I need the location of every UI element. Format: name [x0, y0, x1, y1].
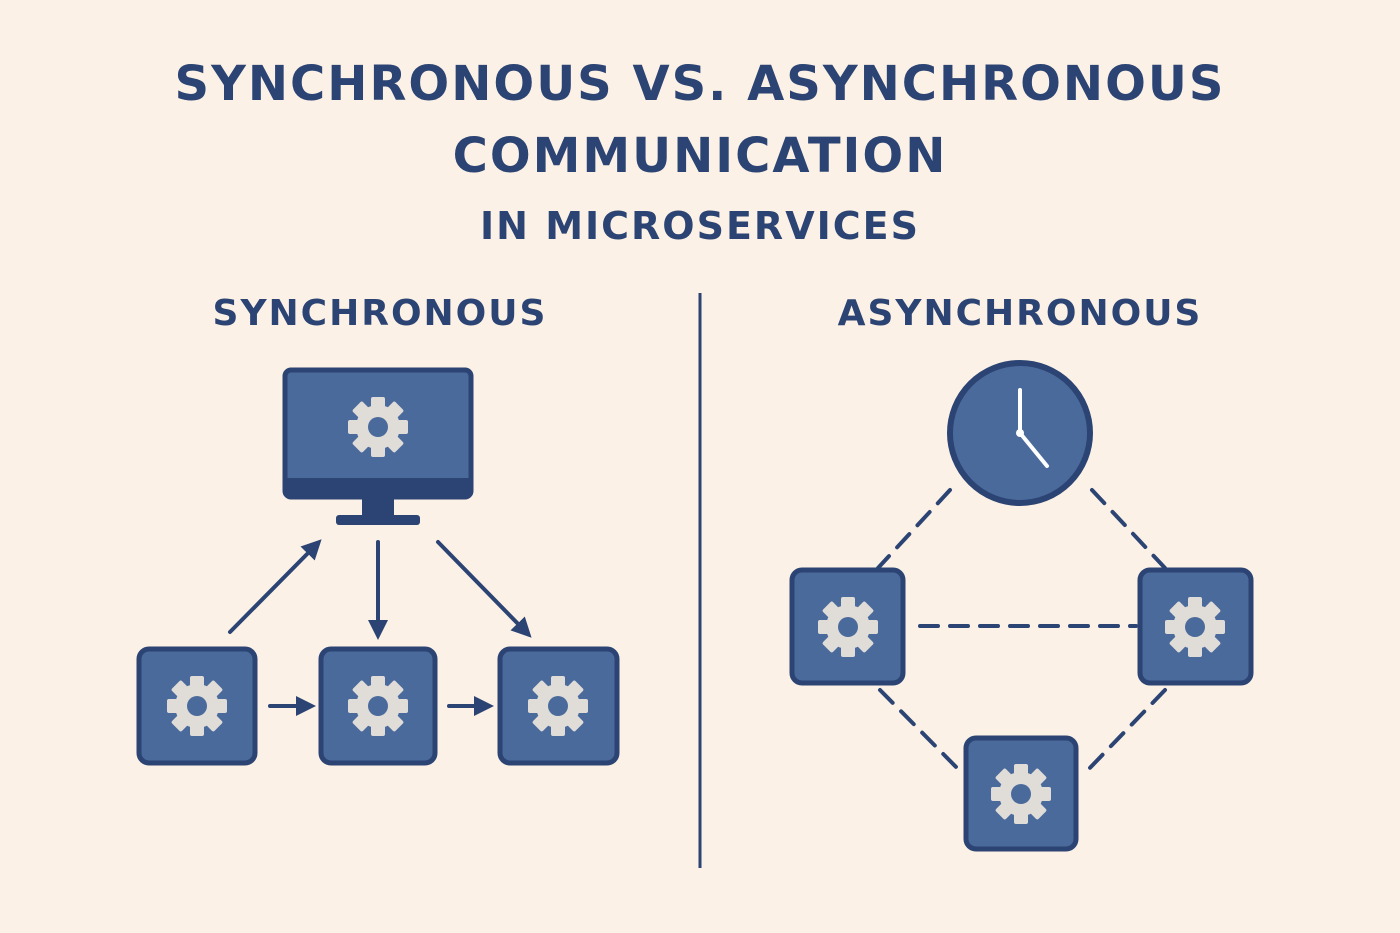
- dashed-link-clock-left: [876, 488, 952, 570]
- gear-icon: [1165, 597, 1225, 657]
- gear-icon: [348, 676, 408, 736]
- sync-service-a: [136, 646, 258, 766]
- gear-icon: [991, 764, 1051, 824]
- async-connections: [876, 488, 1167, 775]
- async-service-left: [789, 567, 906, 686]
- dashed-link-left-bottom: [878, 688, 964, 775]
- subtitle: IN MICROSERVICES: [480, 204, 920, 248]
- arrow-client-to-service-c: [436, 540, 532, 638]
- gear-icon: [167, 676, 227, 736]
- asynchronous-heading: ASYNCHRONOUS: [837, 293, 1203, 334]
- sync-service-c: [497, 646, 620, 766]
- dashed-link-clock-right: [1090, 488, 1167, 570]
- async-service-right: [1137, 567, 1254, 686]
- arrow-service-a-to-client: [228, 539, 322, 634]
- client-monitor: [282, 367, 474, 525]
- sync-service-b: [318, 646, 438, 766]
- synchronous-heading: SYNCHRONOUS: [212, 293, 548, 334]
- gear-icon: [348, 397, 408, 457]
- async-service-bottom: [963, 735, 1079, 852]
- title-line-1: SYNCHRONOUS VS. ASYNCHRONOUS: [174, 56, 1226, 112]
- gear-icon: [818, 597, 878, 657]
- gear-icon: [528, 676, 588, 736]
- title-line-2: COMMUNICATION: [452, 128, 948, 184]
- clock-icon: [947, 360, 1093, 506]
- dashed-link-right-bottom: [1083, 688, 1167, 775]
- sync-arrows: [228, 539, 532, 716]
